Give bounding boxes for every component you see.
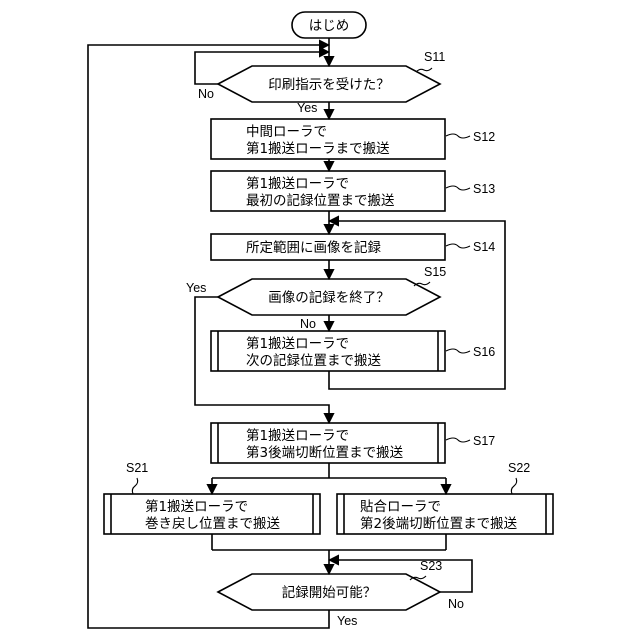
process-s21: 第1搬送ローラで 巻き戻し位置まで搬送 [104, 494, 320, 534]
decision-s11-text: 印刷指示を受けた？ [268, 77, 390, 93]
step-id-s12: S12 [473, 130, 495, 144]
decision-s23-text: 記録開始可能？ [282, 584, 377, 601]
leader-s13 [446, 186, 470, 190]
process-s12-line1: 中間ローラで [246, 124, 327, 140]
process-s13: 第1搬送ローラで 最初の記録位置まで搬送 [211, 171, 445, 211]
process-s13-line2: 最初の記録位置まで搬送 [246, 192, 395, 209]
process-s13-line1: 第1搬送ローラで [246, 175, 349, 192]
branch-s11-yes: Yes [297, 101, 317, 115]
process-s21-line2: 巻き戻し位置まで搬送 [145, 516, 280, 532]
start-terminal: はじめ [292, 12, 366, 38]
decision-s15: 画像の記録を終了？ [218, 279, 440, 315]
process-s22: 貼合ローラで 第2後端切断位置まで搬送 [337, 494, 553, 534]
process-s17-line1: 第1搬送ローラで [246, 427, 349, 444]
process-s16-line1: 第1搬送ローラで [246, 335, 349, 352]
decision-s15-text: 画像の記録を終了？ [268, 289, 390, 306]
start-label: はじめ [309, 18, 350, 34]
leader-s22 [511, 478, 516, 494]
step-id-s17: S17 [473, 434, 495, 448]
branch-s11-no: No [198, 87, 214, 101]
process-s17: 第1搬送ローラで 第3後端切断位置まで搬送 [211, 423, 445, 463]
branch-s15-no: No [300, 317, 316, 331]
step-id-s21: S21 [126, 461, 148, 475]
process-s12: 中間ローラで 第1搬送ローラまで搬送 [211, 119, 445, 159]
process-s22-line2: 第2後端切断位置まで搬送 [360, 515, 518, 532]
process-s12-line2: 第1搬送ローラまで搬送 [246, 140, 390, 157]
step-id-s11: S11 [424, 50, 445, 64]
step-id-s22: S22 [508, 461, 530, 475]
step-id-s13: S13 [473, 182, 495, 196]
branch-s15-yes: Yes [186, 281, 206, 295]
decision-s23: 記録開始可能？ [218, 574, 440, 610]
process-s14-text: 所定範囲に画像を記録 [246, 239, 381, 256]
branch-s23-no: No [448, 597, 464, 611]
step-id-s16: S16 [473, 345, 495, 359]
leader-s21 [132, 478, 137, 494]
process-s17-line2: 第3後端切断位置まで搬送 [246, 444, 404, 461]
leader-s17 [446, 438, 470, 442]
process-s14: 所定範囲に画像を記録 [211, 234, 445, 260]
process-s16-line2: 次の記録位置まで搬送 [246, 352, 381, 369]
leader-s16 [446, 349, 470, 353]
process-s21-line1: 第1搬送ローラで [145, 498, 248, 515]
step-id-s15: S15 [424, 265, 446, 279]
process-s22-line1: 貼合ローラで [360, 499, 441, 515]
process-s16: 第1搬送ローラで 次の記録位置まで搬送 [211, 331, 445, 371]
branch-s23-yes: Yes [337, 614, 357, 628]
leader-s14 [446, 244, 470, 248]
leader-s12 [446, 134, 470, 138]
leader-s11 [416, 68, 432, 72]
step-id-s23: S23 [420, 559, 442, 573]
decision-s11: 印刷指示を受けた？ [218, 66, 440, 102]
step-id-s14: S14 [473, 240, 495, 254]
